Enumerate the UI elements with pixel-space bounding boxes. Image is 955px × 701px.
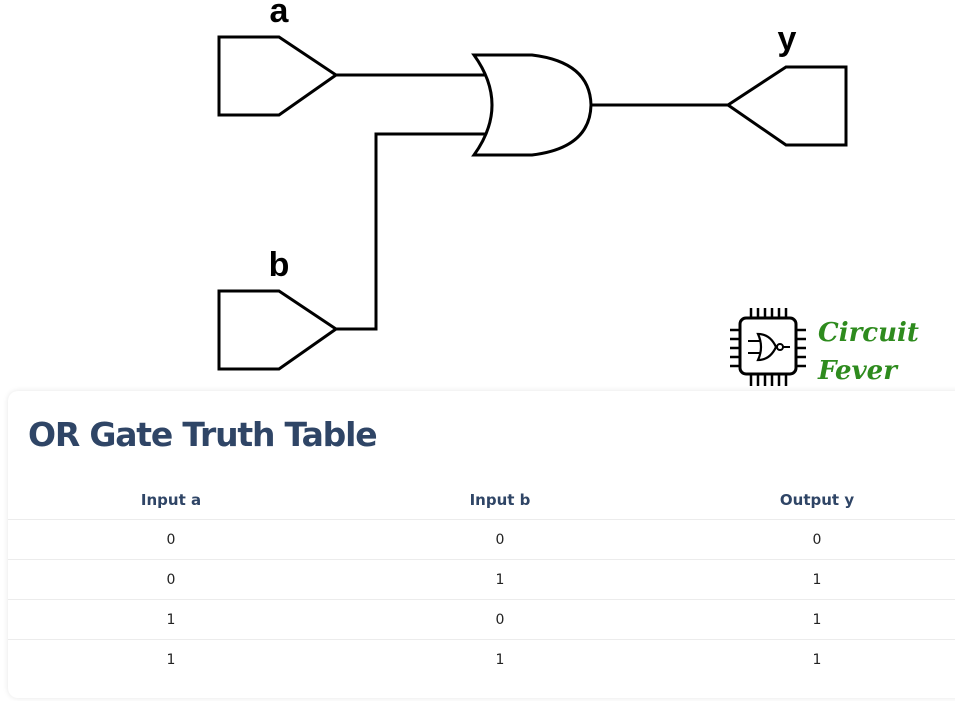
table-row: 1 0 1 (8, 599, 955, 640)
header-output-y: Output y (666, 481, 955, 520)
input-label-b: b (269, 246, 290, 284)
cell-input-a: 0 (8, 559, 334, 600)
truth-table-card: OR Gate Truth Table Input a Input b Outp… (8, 391, 955, 698)
table-row: 0 0 0 (8, 519, 955, 560)
or-gate-circuit-diagram: a b y (217, 0, 919, 386)
brand-name-line1: Circuit (818, 318, 919, 348)
header-input-b: Input b (334, 481, 666, 520)
wire-b (336, 132, 485, 331)
cell-output-y: 0 (666, 519, 955, 560)
cell-input-b: 0 (334, 599, 666, 640)
cell-input-a: 1 (8, 599, 334, 640)
output-port-y (725, 65, 848, 147)
cell-input-b: 1 (334, 559, 666, 600)
table-row: 0 1 1 (8, 559, 955, 600)
truth-table: Input a Input b Output y 0 0 0 0 1 1 1 0… (8, 481, 955, 679)
cell-input-a: 0 (8, 519, 334, 560)
input-port-b (217, 289, 339, 371)
cell-output-y: 1 (666, 599, 955, 640)
output-label-y: y (778, 20, 797, 58)
cell-input-b: 1 (495, 651, 505, 668)
input-port-a (217, 35, 339, 117)
cell-output-y: 1 (666, 559, 955, 600)
brand-name-line2: Fever (817, 356, 899, 386)
or-gate-symbol (471, 53, 593, 157)
table-title: OR Gate Truth Table (28, 415, 378, 454)
table-row: 1 1 1 (8, 640, 955, 680)
cell-input-b: 0 (334, 519, 666, 560)
chip-nor-gate-icon (730, 308, 806, 386)
table-header-row: Input a Input b Output y (8, 481, 955, 520)
header-input-a: Input a (8, 481, 334, 520)
cell-input-a: 1 (166, 651, 176, 668)
input-label-a: a (270, 0, 290, 30)
cell-output-y: 1 (812, 651, 822, 668)
